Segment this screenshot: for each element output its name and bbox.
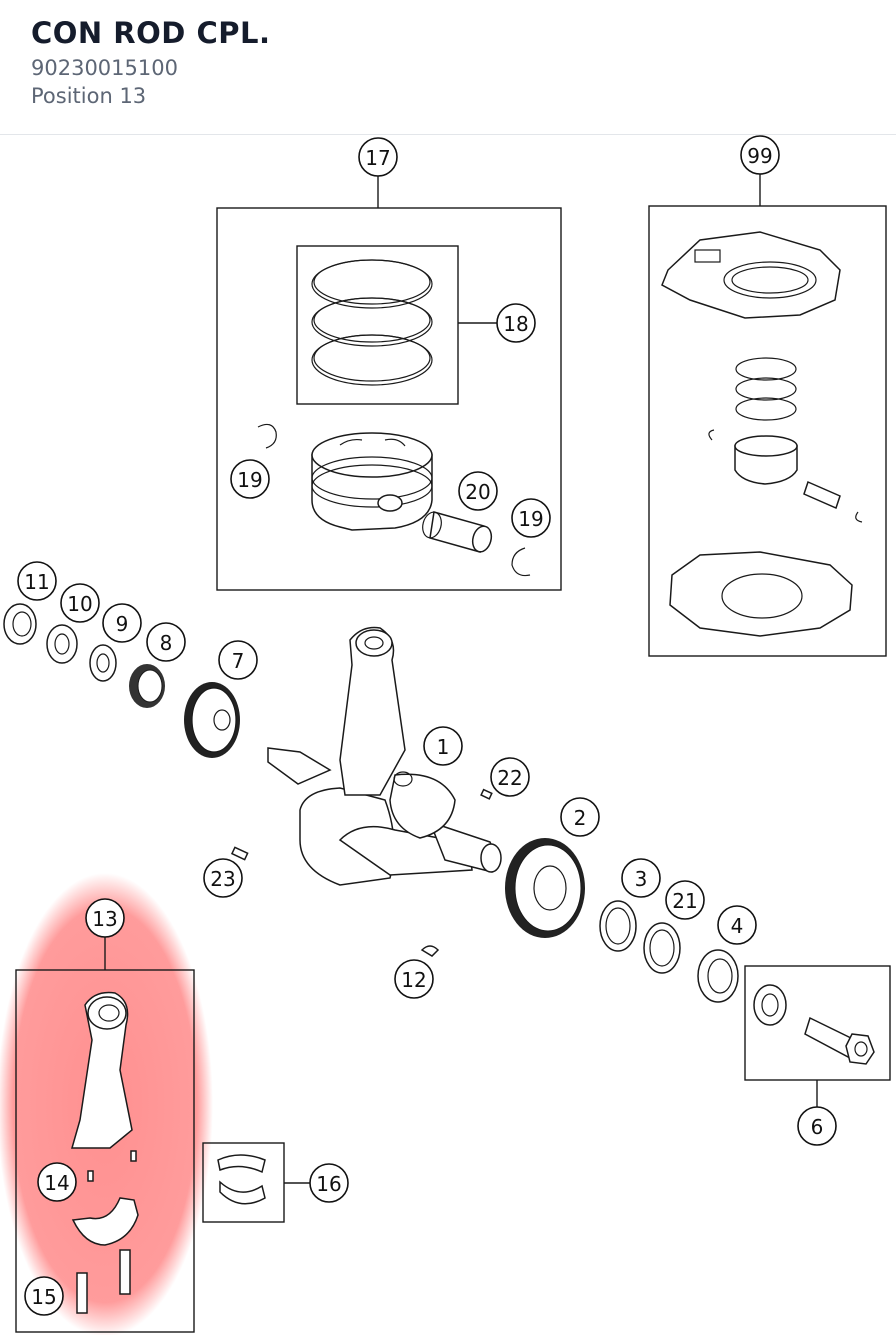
callout-19-left[interactable]: 19 bbox=[230, 459, 270, 499]
svg-text:1: 1 bbox=[437, 735, 450, 759]
callout-23[interactable]: 23 bbox=[203, 858, 243, 898]
key-12 bbox=[420, 945, 440, 957]
callout-22[interactable]: 22 bbox=[490, 757, 530, 797]
svg-text:8: 8 bbox=[160, 631, 173, 655]
washer-9 bbox=[89, 644, 117, 682]
svg-text:99: 99 bbox=[747, 144, 772, 168]
callout-99[interactable]: 99 bbox=[740, 135, 780, 175]
svg-text:19: 19 bbox=[237, 468, 262, 492]
part-header: CON ROD CPL. 90230015100 Position 13 bbox=[0, 0, 896, 135]
callout-16[interactable]: 16 bbox=[309, 1163, 349, 1203]
callout-6[interactable]: 6 bbox=[797, 1106, 837, 1146]
callout-7[interactable]: 7 bbox=[218, 640, 258, 680]
part-number: 90230015100 bbox=[31, 56, 178, 80]
svg-text:7: 7 bbox=[232, 649, 245, 673]
callout-14[interactable]: 14 bbox=[37, 1162, 77, 1202]
svg-text:2: 2 bbox=[574, 806, 587, 830]
bearing-shells-16 bbox=[202, 1142, 310, 1223]
sprocket-8 bbox=[129, 664, 165, 708]
svg-text:23: 23 bbox=[210, 867, 235, 891]
callout-18[interactable]: 18 bbox=[496, 303, 536, 343]
nut-4 bbox=[697, 949, 739, 1003]
svg-text:14: 14 bbox=[44, 1171, 69, 1195]
svg-text:16: 16 bbox=[316, 1172, 341, 1196]
svg-text:18: 18 bbox=[503, 312, 528, 336]
pin-22 bbox=[480, 788, 493, 800]
callout-20[interactable]: 20 bbox=[458, 471, 498, 511]
svg-text:19: 19 bbox=[518, 507, 543, 531]
svg-text:20: 20 bbox=[465, 480, 490, 504]
svg-text:22: 22 bbox=[497, 766, 522, 790]
callout-11[interactable]: 11 bbox=[17, 561, 57, 601]
piston-kit-group bbox=[216, 176, 562, 591]
svg-text:15: 15 bbox=[31, 1285, 56, 1309]
callout-9[interactable]: 9 bbox=[102, 603, 142, 643]
washer-10 bbox=[46, 624, 78, 664]
svg-text:13: 13 bbox=[92, 907, 117, 931]
pin-23 bbox=[230, 846, 249, 861]
svg-text:3: 3 bbox=[635, 867, 648, 891]
part-position: Position 13 bbox=[31, 84, 147, 108]
callout-15[interactable]: 15 bbox=[24, 1276, 64, 1316]
gear-2 bbox=[505, 838, 585, 938]
callout-13[interactable]: 13 bbox=[85, 898, 125, 938]
callout-19-right[interactable]: 19 bbox=[511, 498, 551, 538]
callout-21[interactable]: 21 bbox=[665, 880, 705, 920]
svg-text:9: 9 bbox=[116, 612, 129, 636]
callout-2[interactable]: 2 bbox=[560, 797, 600, 837]
callout-12[interactable]: 12 bbox=[394, 959, 434, 999]
gear-7 bbox=[184, 682, 240, 758]
svg-text:10: 10 bbox=[67, 592, 92, 616]
svg-text:4: 4 bbox=[731, 914, 744, 938]
callout-8[interactable]: 8 bbox=[146, 622, 186, 662]
callout-1[interactable]: 1 bbox=[423, 726, 463, 766]
callout-3[interactable]: 3 bbox=[621, 858, 661, 898]
callout-10[interactable]: 10 bbox=[60, 583, 100, 623]
con-rod-13-group bbox=[15, 937, 195, 1333]
callout-17[interactable]: 17 bbox=[358, 137, 398, 177]
svg-text:11: 11 bbox=[24, 570, 49, 594]
bearing-11 bbox=[3, 603, 37, 645]
crankshaft bbox=[267, 747, 502, 886]
callout-4[interactable]: 4 bbox=[717, 905, 757, 945]
gasket-kit-group bbox=[648, 174, 887, 657]
crankshaft-con-rod bbox=[339, 626, 406, 796]
bolt-kit-6 bbox=[744, 965, 891, 1108]
svg-text:6: 6 bbox=[811, 1115, 824, 1139]
svg-text:17: 17 bbox=[365, 146, 390, 170]
svg-text:21: 21 bbox=[672, 889, 697, 913]
part-title: CON ROD CPL. bbox=[31, 16, 271, 50]
piston-pin bbox=[422, 511, 493, 553]
svg-text:12: 12 bbox=[401, 968, 426, 992]
